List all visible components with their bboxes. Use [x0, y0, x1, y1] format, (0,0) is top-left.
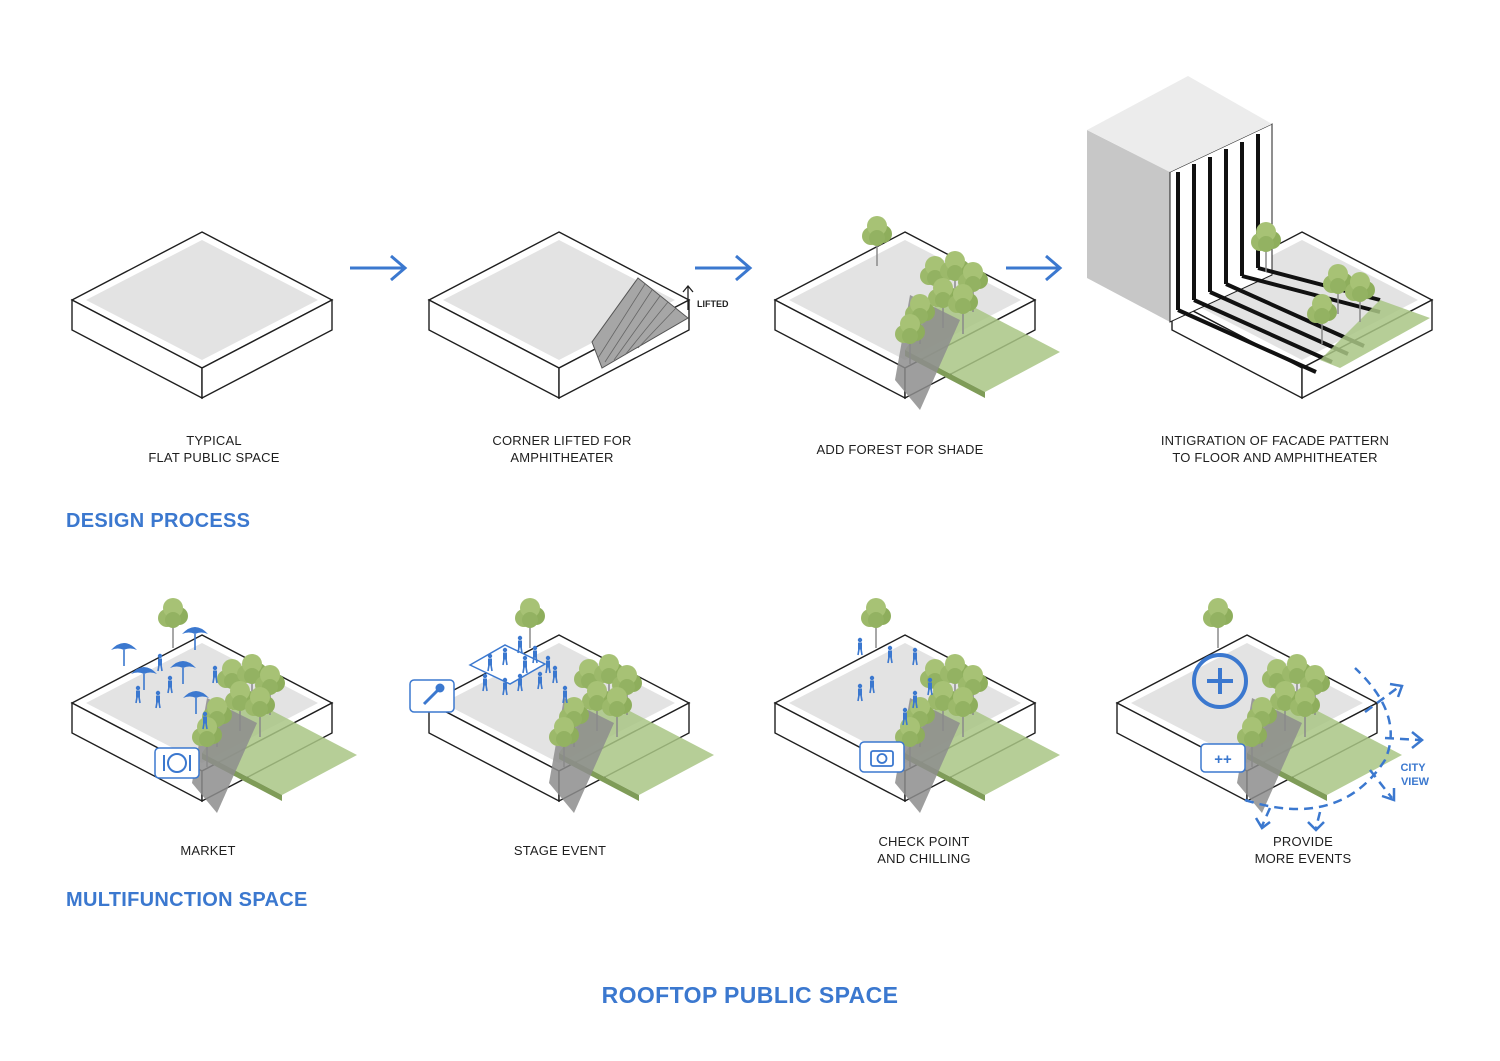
function-more-events: ++ CITY VIEW — [1116, 597, 1430, 832]
microphone-icon — [409, 679, 455, 713]
plus-circle-icon — [1192, 653, 1248, 709]
section-design-process: DESIGN PROCESS — [66, 510, 251, 532]
caption-check-point: CHECK POINT AND CHILLING — [877, 834, 971, 866]
step-add-forest — [774, 215, 1060, 410]
more-events-badge: ++ — [1200, 743, 1246, 773]
caption-market: MARKET — [180, 843, 236, 858]
arrow-right-icon — [1006, 254, 1063, 282]
caption-typical: TYPICAL FLAT PUBLIC SPACE — [148, 433, 280, 465]
city-view-arrows-icon — [1244, 667, 1421, 829]
caption-more-events: PROVIDE MORE EVENTS — [1254, 834, 1352, 866]
function-check-point — [774, 597, 1060, 813]
svg-text:CITY: CITY — [1400, 762, 1426, 774]
lifted-arrow-icon — [682, 284, 694, 310]
svg-text:VIEW: VIEW — [1401, 776, 1430, 788]
lifted-label: LIFTED — [697, 299, 729, 309]
svg-text:++: ++ — [1214, 751, 1232, 768]
caption-add-forest: ADD FOREST FOR SHADE — [816, 442, 984, 457]
plate-icon — [154, 747, 200, 779]
step-typical-flat-space — [71, 231, 333, 399]
section-multifunction: MULTIFUNCTION SPACE — [66, 889, 308, 911]
arrow-right-icon — [350, 254, 408, 282]
function-stage-event — [409, 597, 714, 813]
caption-facade: INTIGRATION OF FACADE PATTERN TO FLOOR A… — [1160, 433, 1390, 465]
step-facade-integration — [1087, 76, 1433, 399]
caption-stage-event: STAGE EVENT — [513, 843, 607, 858]
caption-corner-lifted: CORNER LIFTED FOR AMPHITHEATER — [492, 433, 632, 465]
camera-icon — [859, 741, 905, 773]
step-corner-lifted: LIFTED — [428, 231, 729, 399]
page-title: ROOFTOP PUBLIC SPACE — [601, 982, 899, 1008]
arrow-right-icon — [695, 254, 753, 282]
function-market — [71, 597, 357, 813]
